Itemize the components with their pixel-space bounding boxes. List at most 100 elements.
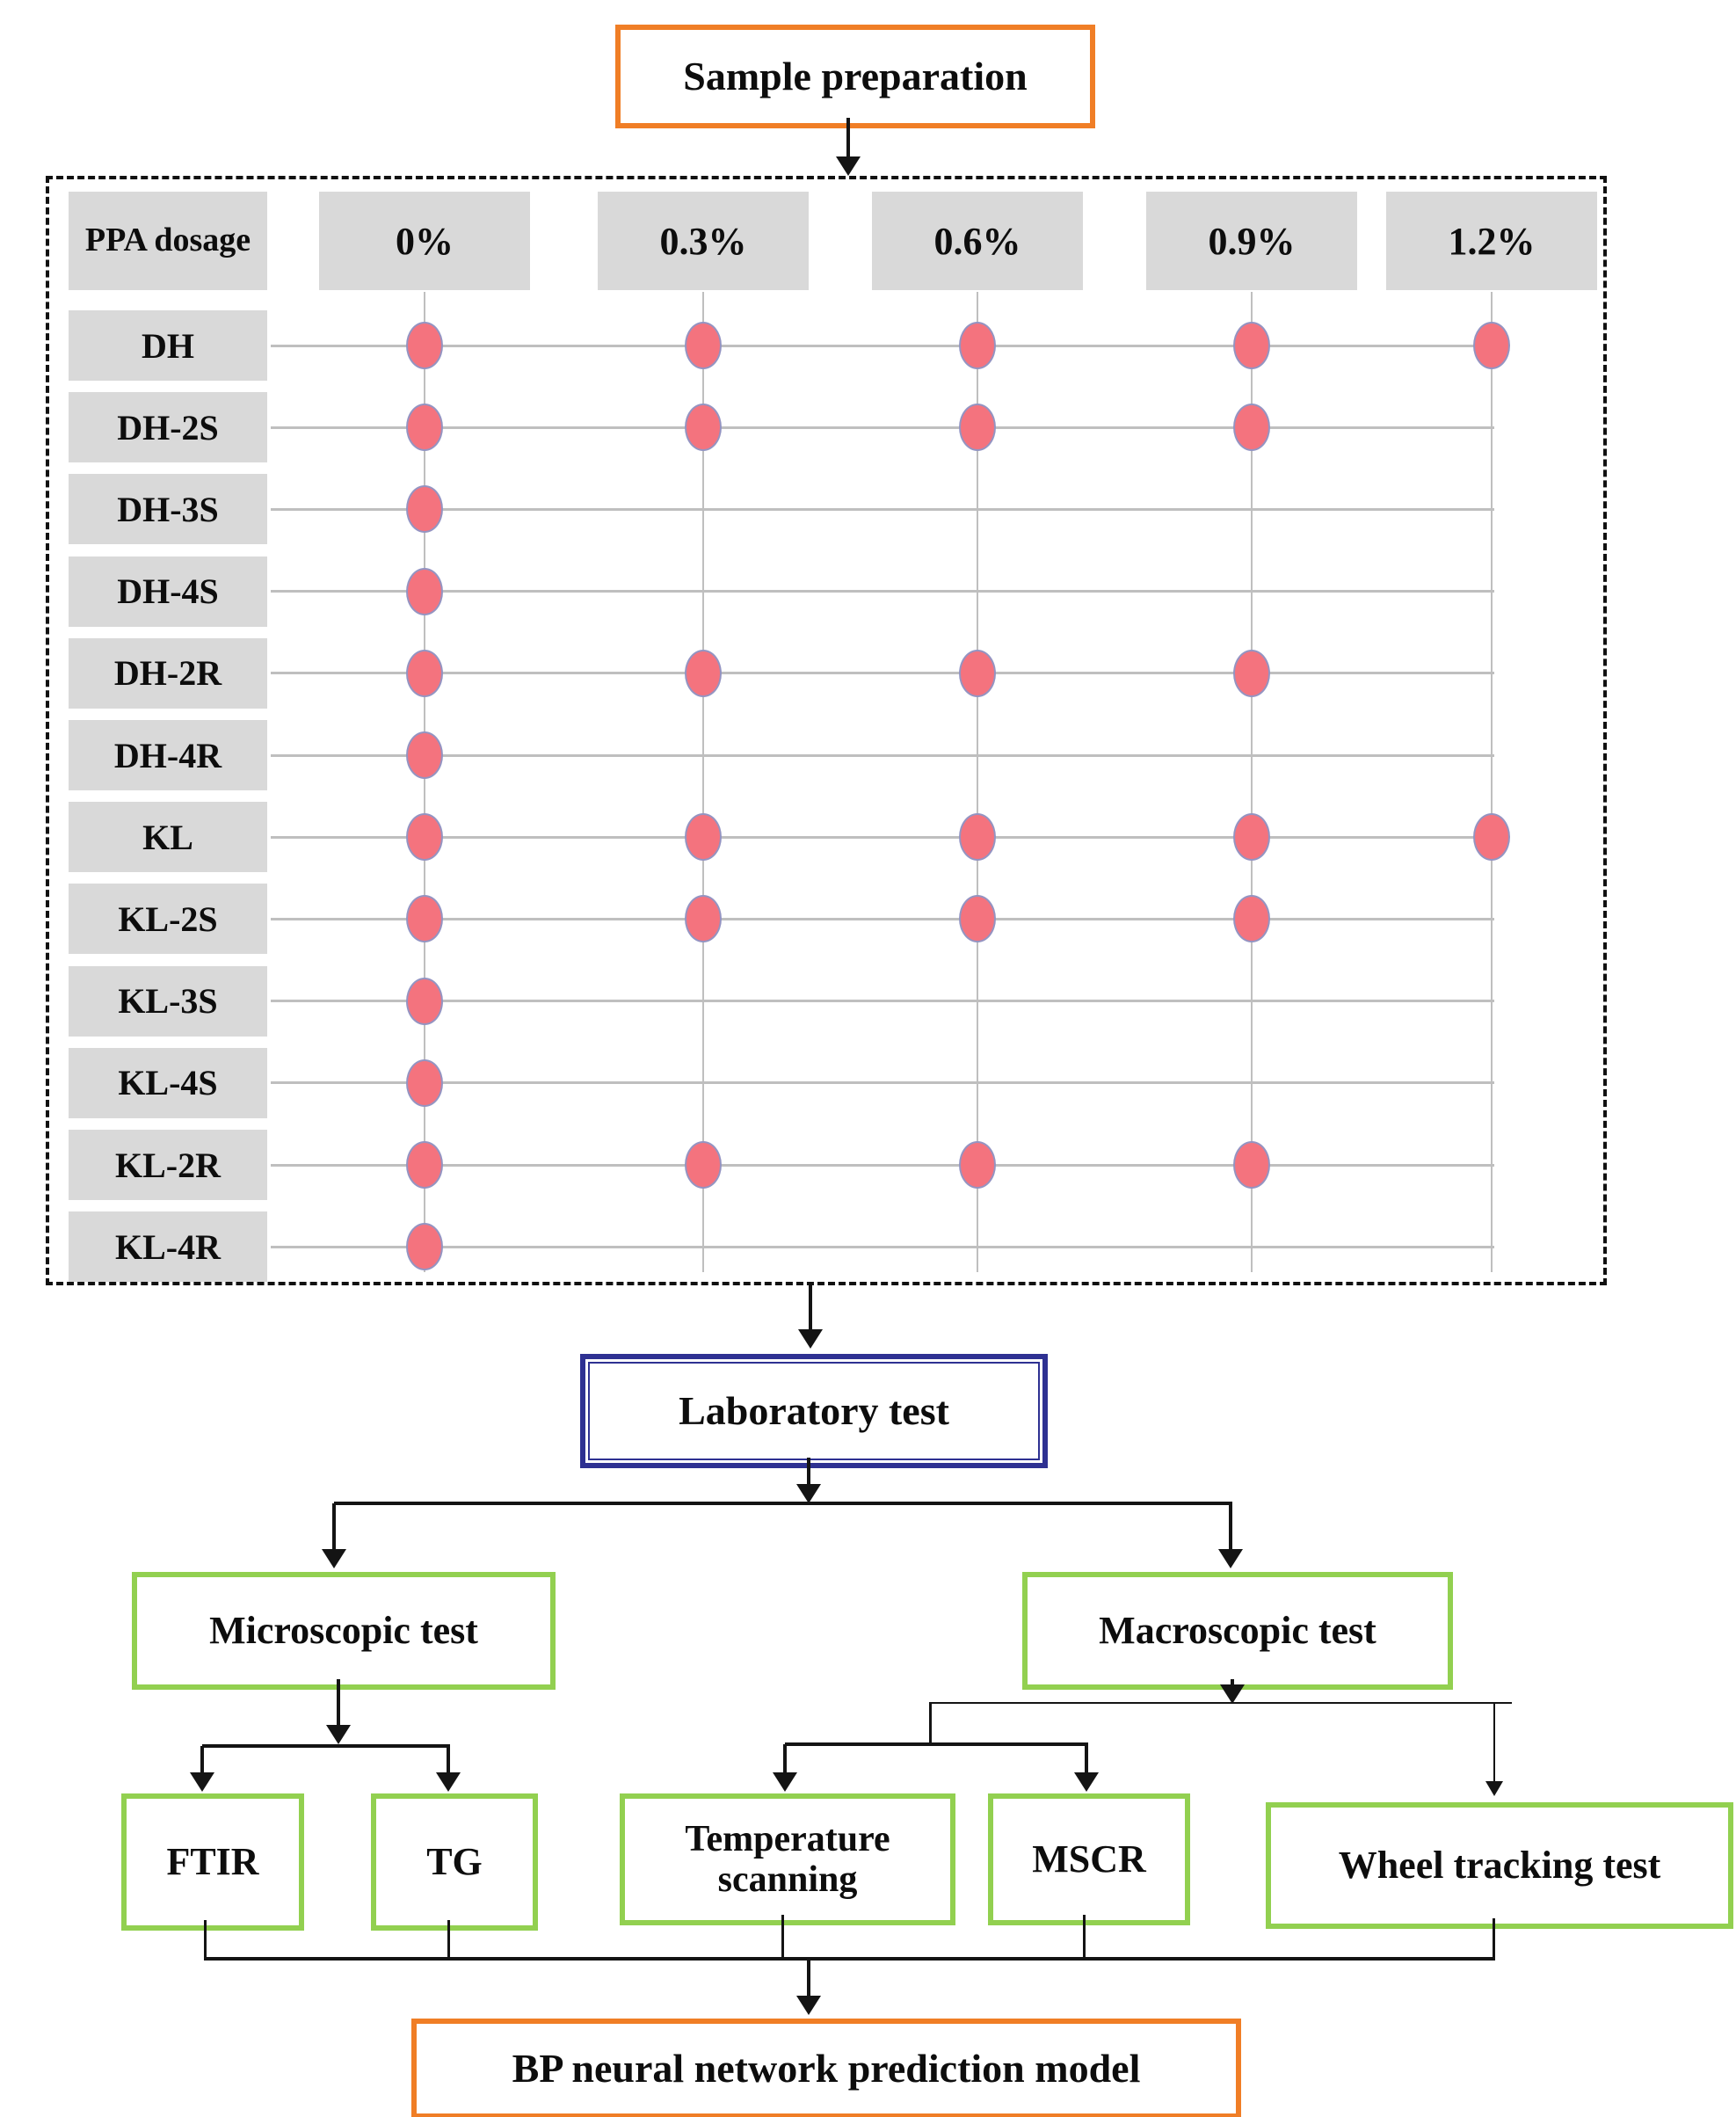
sample-dot <box>685 649 722 697</box>
sample-dot <box>1473 813 1510 862</box>
sample-dot <box>1233 895 1270 943</box>
wheel-tracking-test-label: Wheel tracking test <box>1338 1843 1661 1887</box>
connector-to-microscopic <box>332 1503 336 1551</box>
arrowhead-into-mscr <box>1074 1772 1099 1792</box>
macroscopic-test-label: Macroscopic test <box>1099 1608 1376 1652</box>
matrix-row-line <box>271 753 1494 757</box>
sample-dot <box>406 322 443 369</box>
matrix-row-line <box>271 590 1494 593</box>
sample-dot <box>685 322 722 369</box>
sample-dot <box>406 404 443 452</box>
matrix-row-line <box>271 1245 1494 1248</box>
matrix-column-header: 0.9% <box>1146 192 1357 290</box>
matrix-column-header: 0% <box>319 192 530 290</box>
sample-dot <box>1233 404 1270 452</box>
sample-dot <box>406 1223 443 1271</box>
matrix-row-label: DH-2S <box>69 392 267 463</box>
arrowhead-into-ftir <box>190 1772 214 1792</box>
sample-dot <box>959 404 996 452</box>
microscopic-test-label: Microscopic test <box>209 1608 478 1652</box>
arrowhead-into-wheel <box>1485 1781 1503 1796</box>
sample-dot <box>685 1141 722 1189</box>
matrix-row-line <box>271 917 1494 920</box>
matrix-row-line <box>271 344 1494 347</box>
sample-preparation-label: Sample preparation <box>683 53 1028 98</box>
matrix-row-line <box>271 835 1494 839</box>
matrix-row-label: KL-2R <box>69 1130 267 1200</box>
mscr-box: MSCR <box>988 1793 1190 1925</box>
sample-dot <box>685 813 722 862</box>
matrix-row-line <box>271 1163 1494 1167</box>
sample-dot <box>959 1141 996 1189</box>
stub-temperature <box>781 1915 784 1959</box>
matrix-column-line <box>424 292 425 1272</box>
matrix-row-line <box>271 1081 1494 1085</box>
matrix-row-label: DH-4R <box>69 720 267 790</box>
arrowhead-into-bp <box>796 1996 821 2015</box>
arrowhead-micro-split <box>326 1725 351 1744</box>
bp-model-box: BP neural network prediction model <box>411 2019 1241 2117</box>
matrix-row-label: DH-3S <box>69 474 267 545</box>
arrowhead-into-macroscopic <box>1218 1549 1243 1568</box>
sample-dot <box>406 813 443 862</box>
matrix-row-line <box>271 507 1494 511</box>
microscopic-test-box: Microscopic test <box>132 1572 556 1690</box>
micro-split-line <box>202 1744 450 1748</box>
temperature-scanning-box: Temperature scanning <box>620 1793 955 1925</box>
matrix-row-line <box>271 672 1494 675</box>
matrix-column-line <box>1251 292 1253 1272</box>
sample-dot <box>406 1058 443 1107</box>
wheel-tracking-test-box: Wheel tracking test <box>1266 1802 1733 1929</box>
stub-wheel <box>1493 1918 1495 1959</box>
matrix-row-line <box>271 426 1494 429</box>
tg-box: TG <box>371 1793 538 1931</box>
sample-dot <box>406 649 443 697</box>
sample-dot <box>406 567 443 615</box>
collector-line <box>204 1957 1495 1961</box>
arrowhead-into-temperature <box>773 1772 797 1792</box>
matrix-row-label: DH-4S <box>69 556 267 627</box>
bp-model-label: BP neural network prediction model <box>512 2045 1141 2091</box>
sample-dot <box>1233 1141 1270 1189</box>
matrix-column-line <box>702 292 704 1272</box>
sample-dot <box>1233 322 1270 369</box>
connector-matrix-to-lab <box>809 1285 812 1331</box>
sample-dot <box>959 895 996 943</box>
sample-dot <box>406 977 443 1025</box>
arrowhead-lab-split <box>796 1484 821 1503</box>
matrix-column-line <box>1491 292 1493 1272</box>
matrix-row-label: KL-2S <box>69 884 267 955</box>
sample-dot <box>406 1141 443 1189</box>
stub-mscr <box>1083 1915 1086 1959</box>
matrix-row-label: KL-3S <box>69 965 267 1037</box>
connector-to-mscr <box>1085 1744 1088 1774</box>
sample-dot <box>406 485 443 534</box>
sample-dot <box>1473 322 1510 369</box>
tg-label: TG <box>426 1839 483 1883</box>
temp-mscr-split-line <box>785 1742 1088 1746</box>
macroscopic-test-box: Macroscopic test <box>1022 1572 1453 1690</box>
arrowhead-macro-split <box>1220 1684 1245 1704</box>
arrowhead-into-tg <box>436 1772 461 1792</box>
connector-micro-stem <box>337 1679 340 1727</box>
macro-split-line <box>930 1702 1512 1704</box>
arrowhead-into-matrix <box>836 156 861 176</box>
mscr-label: MSCR <box>1032 1837 1146 1881</box>
arrowhead-into-microscopic <box>322 1549 346 1568</box>
laboratory-test-box: Laboratory test <box>580 1354 1048 1468</box>
sample-dot <box>959 813 996 862</box>
connector-macro-stem <box>1231 1679 1234 1688</box>
ftir-box: FTIR <box>121 1793 304 1931</box>
matrix-corner-label: PPA dosage <box>69 192 267 290</box>
sample-dot <box>959 649 996 697</box>
matrix-row-label: DH <box>69 310 267 381</box>
stub-tg <box>447 1920 450 1959</box>
matrix-row-line <box>271 1000 1494 1003</box>
connector-lab-stem <box>807 1458 810 1486</box>
temperature-scanning-label: Temperature scanning <box>685 1818 890 1900</box>
stub-ftir <box>204 1920 207 1959</box>
connector-to-bp <box>807 1961 810 1997</box>
sample-dot <box>685 404 722 452</box>
matrix-column-header: 0.6% <box>872 192 1083 290</box>
